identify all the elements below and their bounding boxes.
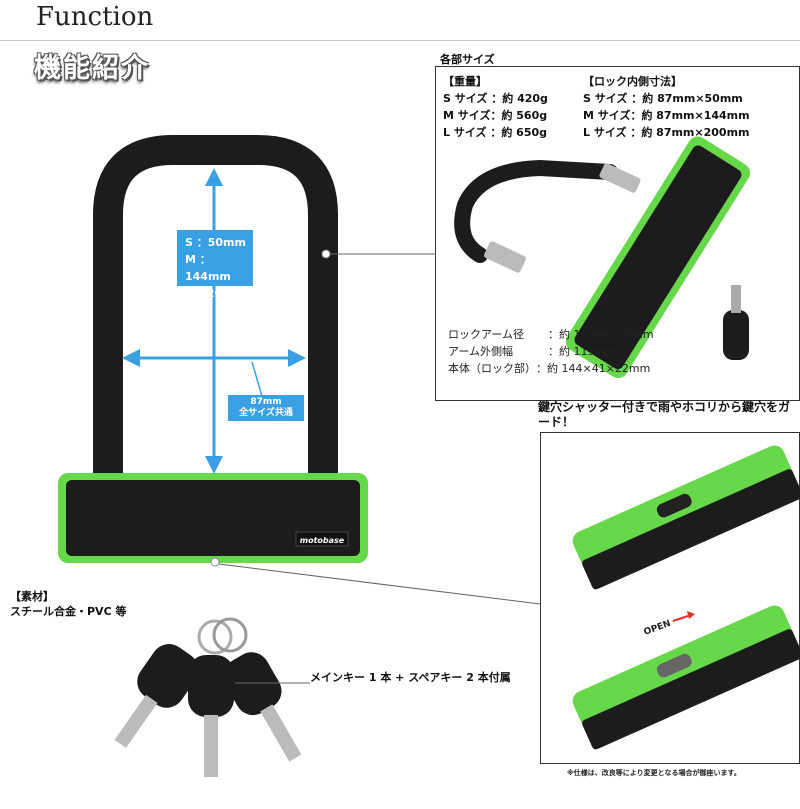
title-jp: 機能紹介 — [34, 53, 150, 84]
body-spec-label: 本体（ロック部） — [448, 362, 536, 375]
height-l: L ：200mm — [185, 287, 253, 300]
width-note: 全サイズ共通 — [239, 408, 293, 418]
body-spec-label: アーム外側幅 — [448, 345, 514, 358]
title-en: Function — [36, 2, 154, 32]
u-lock-illustration: motobase — [58, 135, 541, 605]
weight-row-m: M サイズ：約 560g — [443, 109, 548, 122]
keys-illustration — [114, 617, 310, 777]
spec-heading: 各部サイズ — [440, 53, 495, 66]
weight-title: 【重量】 — [443, 75, 487, 88]
body-spec-row: ロックアーム径 ：約 11mm×15mm — [448, 326, 654, 343]
brand-logo: motobase — [300, 536, 345, 545]
body-spec-row: アーム外側幅 ：約 115mm — [448, 343, 654, 360]
shutter-caption: 鍵穴シャッター付きで雨やホコリから鍵穴をガード！ — [538, 400, 791, 429]
spec-lock-illustration — [454, 136, 751, 379]
lock-inner-row-m: M サイズ：約 87mm×144mm — [583, 109, 750, 122]
shutter-illustration: OPEN — [572, 445, 800, 750]
height-m: M ：144mm — [185, 253, 231, 283]
weight-spec: 【重量】 S サイズ ：約 420g M サイズ：約 560g L サイズ ：約… — [443, 73, 548, 141]
lock-inner-spec: 【ロック内側寸法】 S サイズ ：約 87mm×50mm M サイズ：約 87m… — [583, 73, 750, 141]
width-value: 87mm — [250, 397, 282, 407]
body-spec-label: ロックアーム径 — [448, 328, 525, 341]
height-s: S ：50mm — [185, 236, 246, 249]
keys-caption: メインキー 1 本 + スペアキー 2 本付属 — [310, 671, 511, 684]
material-value: スチール合金・PVC 等 — [10, 605, 127, 618]
body-spec-value: ：約 115mm — [548, 345, 616, 358]
body-spec-row: 本体（ロック部） ：約 144×41×22mm — [448, 360, 654, 377]
material: 【素材】 スチール合金・PVC 等 — [10, 589, 126, 619]
open-arrow-icon — [672, 614, 692, 622]
material-title: 【素材】 — [10, 590, 54, 603]
lock-inner-title: 【ロック内側寸法】 — [583, 75, 682, 88]
body-spec-value: ：約 11mm×15mm — [548, 328, 654, 341]
body-spec-value: ：約 144×41×22mm — [536, 362, 651, 375]
width-dimension-label: 87mm 全サイズ共通 — [228, 395, 304, 421]
body-specs: ロックアーム径 ：約 11mm×15mm アーム外側幅 ：約 115mm 本体（… — [448, 326, 654, 377]
weight-row-l: L サイズ ：約 650g — [443, 126, 548, 139]
footnote: ※仕様は、改良等により変更となる場合が御座います。 — [567, 769, 741, 777]
weight-row-s: S サイズ ：約 420g — [443, 92, 548, 105]
open-label: OPEN — [643, 619, 673, 638]
height-dimension-panel: S ：50mm M ：144mm L ：200mm — [177, 230, 253, 300]
lock-inner-row-l: L サイズ ：約 87mm×200mm — [583, 126, 750, 139]
title-divider — [0, 40, 800, 41]
lock-inner-row-s: S サイズ ：約 87mm×50mm — [583, 92, 743, 105]
